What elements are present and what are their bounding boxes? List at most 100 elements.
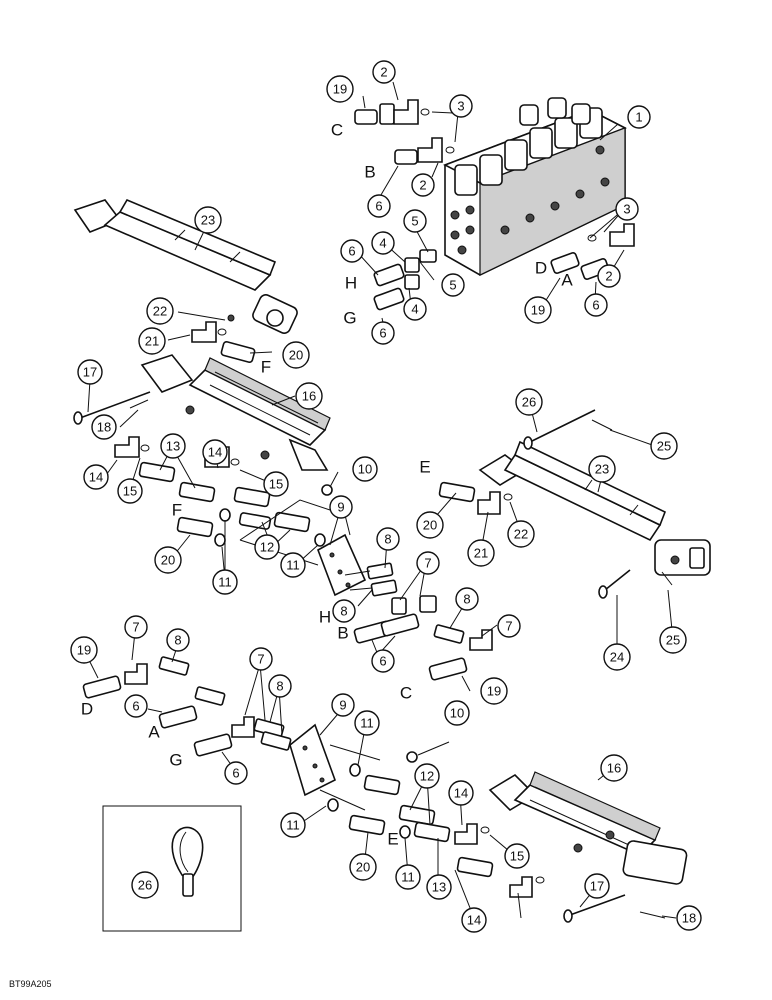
svg-text:6: 6 bbox=[379, 654, 386, 669]
callout-2: 2 bbox=[411, 173, 435, 197]
svg-text:3: 3 bbox=[457, 99, 464, 114]
callout-23: 23 bbox=[588, 455, 616, 483]
callout-bubbles: 1 2 2 2 3 3 4 4 5 5 6 6 6 6 6 6 6 7 7 7 … bbox=[70, 60, 702, 933]
valve-fittings-upper bbox=[354, 99, 455, 165]
svg-text:21: 21 bbox=[145, 334, 159, 349]
svg-text:14: 14 bbox=[89, 470, 103, 485]
callout-4: 4 bbox=[403, 297, 427, 321]
svg-text:5: 5 bbox=[411, 214, 418, 229]
callout-6: 6 bbox=[584, 293, 608, 317]
callout-12: 12 bbox=[414, 763, 440, 789]
svg-text:2: 2 bbox=[605, 269, 612, 284]
svg-text:25: 25 bbox=[666, 633, 680, 648]
svg-text:21: 21 bbox=[474, 546, 488, 561]
callout-19: 19 bbox=[326, 75, 354, 103]
callout-5: 5 bbox=[403, 209, 427, 233]
svg-text:9: 9 bbox=[337, 500, 344, 515]
svg-text:19: 19 bbox=[487, 684, 501, 699]
svg-text:12: 12 bbox=[260, 540, 274, 555]
callout-22: 22 bbox=[507, 520, 535, 548]
callout-20: 20 bbox=[349, 853, 377, 881]
callout-18: 18 bbox=[676, 905, 702, 931]
callout-9: 9 bbox=[329, 495, 353, 519]
hose-letter-b: B bbox=[337, 624, 348, 643]
svg-text:18: 18 bbox=[682, 911, 696, 926]
svg-text:3: 3 bbox=[623, 202, 630, 217]
svg-text:16: 16 bbox=[607, 761, 621, 776]
hose-letter-a: A bbox=[148, 723, 160, 742]
svg-text:25: 25 bbox=[657, 439, 671, 454]
bulkhead-plate-lower bbox=[289, 723, 381, 811]
callout-12: 12 bbox=[254, 534, 280, 560]
svg-text:19: 19 bbox=[77, 643, 91, 658]
svg-text:11: 11 bbox=[401, 870, 415, 885]
svg-text:11: 11 bbox=[286, 818, 300, 833]
callout-2: 2 bbox=[597, 264, 621, 288]
svg-text:15: 15 bbox=[510, 849, 524, 864]
cylinder-fittings-lower-right bbox=[454, 823, 545, 898]
bulkhead-fittings-lower bbox=[327, 751, 494, 878]
svg-text:20: 20 bbox=[289, 348, 303, 363]
svg-text:19: 19 bbox=[333, 82, 347, 97]
hose-ends-middle-left bbox=[138, 461, 326, 547]
callout-14: 14 bbox=[202, 439, 228, 465]
valve-spool-caps bbox=[454, 97, 603, 196]
hose-letter-a: A bbox=[561, 271, 573, 290]
callout-8: 8 bbox=[166, 628, 190, 652]
svg-text:10: 10 bbox=[450, 706, 464, 721]
callout-19: 19 bbox=[524, 296, 552, 324]
hose-letter-b: B bbox=[364, 163, 375, 182]
callout-15: 15 bbox=[504, 843, 530, 869]
svg-text:7: 7 bbox=[132, 620, 139, 635]
svg-text:7: 7 bbox=[505, 619, 512, 634]
callout-7: 7 bbox=[416, 551, 440, 575]
callout-3: 3 bbox=[615, 197, 639, 221]
hose-letter-g: G bbox=[169, 751, 182, 770]
svg-text:8: 8 bbox=[340, 604, 347, 619]
callout-8: 8 bbox=[268, 674, 292, 698]
callout-14: 14 bbox=[83, 464, 109, 490]
svg-text:16: 16 bbox=[302, 389, 316, 404]
hose-ends-center-right bbox=[438, 481, 513, 515]
hose-letter-h: H bbox=[345, 274, 357, 293]
callout-9: 9 bbox=[331, 693, 355, 717]
hydraulic-cylinder-right bbox=[478, 440, 711, 576]
callout-2: 2 bbox=[372, 60, 396, 84]
callout-13: 13 bbox=[426, 874, 452, 900]
callout-3: 3 bbox=[449, 94, 473, 118]
callout-7: 7 bbox=[497, 614, 521, 638]
callout-11: 11 bbox=[280, 812, 306, 838]
svg-text:2: 2 bbox=[380, 65, 387, 80]
hydraulic-cylinder-middle-left bbox=[140, 354, 331, 471]
callout-6: 6 bbox=[371, 321, 395, 345]
svg-text:14: 14 bbox=[467, 913, 481, 928]
callout-20: 20 bbox=[416, 511, 444, 539]
clevis-pin-and-cotter-left bbox=[73, 391, 151, 425]
callout-16: 16 bbox=[295, 382, 323, 410]
svg-text:26: 26 bbox=[522, 395, 536, 410]
callout-26: 26 bbox=[515, 388, 543, 416]
svg-text:6: 6 bbox=[132, 699, 139, 714]
hose-letter-c: C bbox=[400, 684, 412, 703]
callout-16: 16 bbox=[600, 754, 628, 782]
svg-text:15: 15 bbox=[123, 484, 137, 499]
hose-letter-f: F bbox=[261, 358, 271, 377]
hose-letter-e: E bbox=[419, 458, 430, 477]
callout-6: 6 bbox=[367, 194, 391, 218]
clevis-pin-and-cotter-right-top bbox=[523, 409, 613, 450]
hose-letter-e: E bbox=[387, 830, 398, 849]
callout-18: 18 bbox=[91, 414, 117, 440]
callout-14: 14 bbox=[461, 907, 487, 933]
hydraulic-cylinder-upper-left bbox=[73, 198, 298, 334]
svg-text:11: 11 bbox=[360, 716, 374, 731]
svg-text:8: 8 bbox=[384, 532, 391, 547]
svg-text:6: 6 bbox=[375, 199, 382, 214]
callout-23: 23 bbox=[194, 206, 222, 234]
hose-connection-letters: C B H G D A F F E H B C D A G E bbox=[81, 121, 573, 849]
hose-letter-f: F bbox=[172, 501, 182, 520]
callout-6: 6 bbox=[124, 694, 148, 718]
svg-text:7: 7 bbox=[424, 556, 431, 571]
valve-ports bbox=[450, 145, 610, 255]
